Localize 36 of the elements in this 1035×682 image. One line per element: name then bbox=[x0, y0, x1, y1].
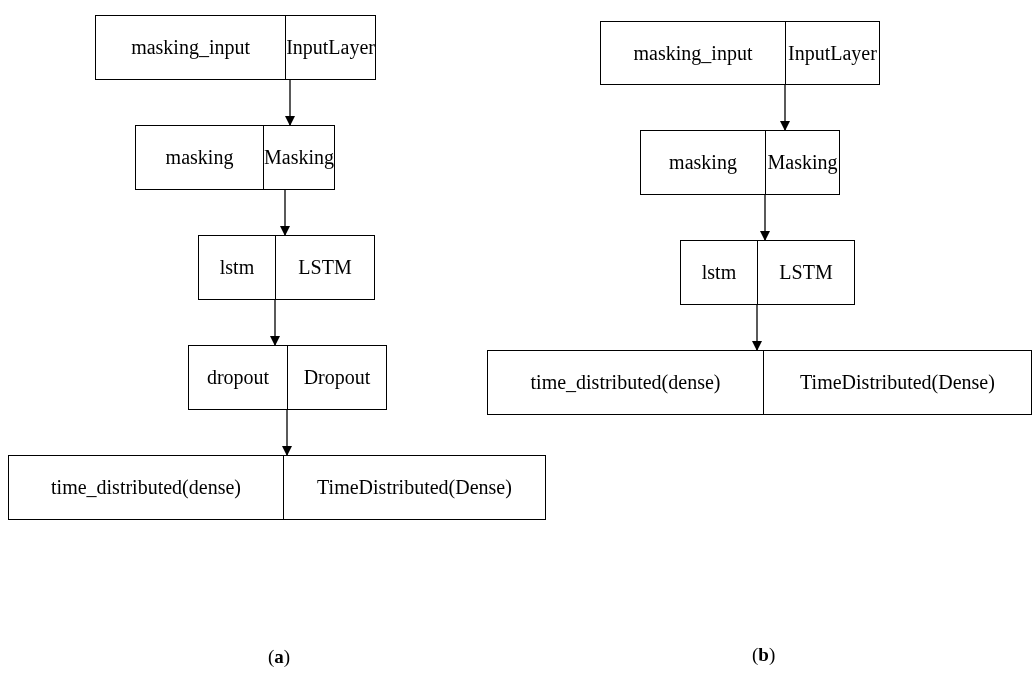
arrow bbox=[780, 84, 790, 131]
arrow bbox=[752, 304, 762, 351]
arrow bbox=[280, 189, 290, 236]
layer-box bbox=[95, 15, 376, 80]
layer-box bbox=[487, 350, 1032, 415]
layer-type: InputLayer bbox=[286, 35, 375, 61]
arrow bbox=[285, 79, 295, 126]
arrow bbox=[760, 194, 770, 241]
layer-box bbox=[640, 130, 840, 195]
layer-box bbox=[680, 240, 855, 305]
layer-type: Dropout bbox=[302, 365, 372, 391]
layer-type: TimeDistributed(Dense) bbox=[316, 475, 513, 501]
layer-box bbox=[135, 125, 335, 190]
layer-name: lstm bbox=[199, 236, 276, 299]
layer-name: masking_input bbox=[601, 22, 786, 84]
layer-name: dropout bbox=[189, 346, 288, 409]
layer-type: TimeDistributed(Dense) bbox=[799, 370, 996, 396]
layer-name: time_distributed(dense) bbox=[9, 456, 284, 519]
layer-box bbox=[600, 21, 880, 85]
layer-box bbox=[198, 235, 375, 300]
panel-label: (b) bbox=[752, 644, 776, 666]
layer-name: masking bbox=[641, 131, 766, 194]
panel-label: (a) bbox=[268, 646, 291, 668]
layer-box bbox=[8, 455, 546, 520]
layer-type: Masking bbox=[264, 145, 334, 171]
layer-box bbox=[188, 345, 387, 410]
layer-name: masking bbox=[136, 126, 264, 189]
layer-name: masking_input bbox=[96, 16, 287, 79]
layer-type: LSTM bbox=[297, 255, 353, 280]
layer-type: InputLayer bbox=[787, 40, 878, 67]
arrow bbox=[270, 299, 280, 346]
arrow bbox=[282, 409, 292, 456]
layer-type: Masking bbox=[766, 150, 839, 176]
layer-name: lstm bbox=[681, 241, 758, 304]
layer-name: time_distributed(dense) bbox=[488, 351, 764, 414]
layer-type: LSTM bbox=[778, 260, 834, 285]
